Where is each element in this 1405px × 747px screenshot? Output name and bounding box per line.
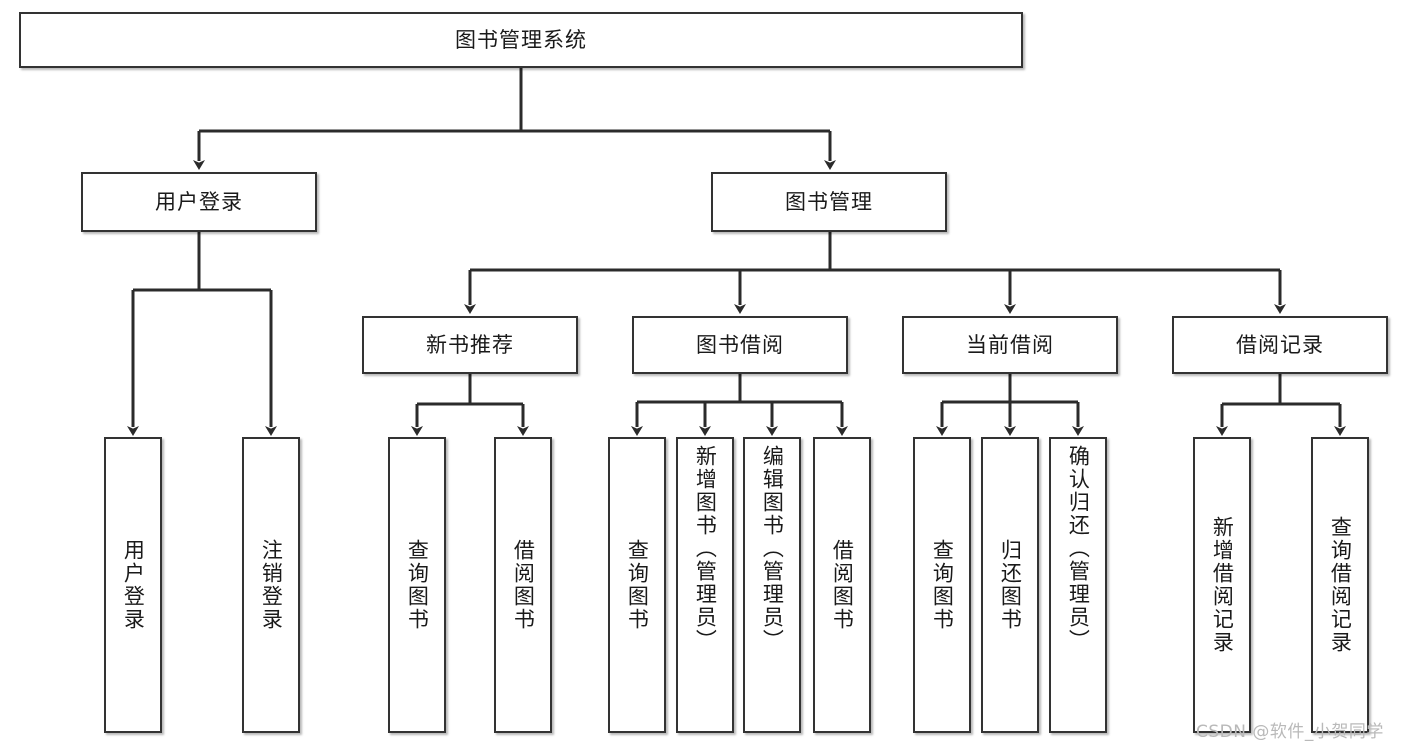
node-label: 查询图书 — [930, 539, 955, 631]
node-label: 新增借阅记录 — [1210, 516, 1235, 654]
node-leaf-query-record[interactable]: 查询借阅记录 — [1311, 437, 1369, 733]
node-borrow-record[interactable]: 借阅记录 — [1172, 316, 1388, 374]
node-label: 图书管理 — [785, 189, 873, 214]
node-leaf-edit-book[interactable]: 编辑图书（管理员） — [743, 437, 801, 733]
node-current-borrow[interactable]: 当前借阅 — [902, 316, 1118, 374]
node-label: 编辑图书（管理员） — [760, 445, 785, 652]
node-leaf-add-book[interactable]: 新增图书（管理员） — [676, 437, 734, 733]
node-label: 注销登录 — [259, 539, 284, 631]
node-leaf-query-book-2[interactable]: 查询图书 — [608, 437, 666, 733]
node-leaf-confirm-return[interactable]: 确认归还（管理员） — [1049, 437, 1107, 733]
node-label: 查询图书 — [625, 539, 650, 631]
node-label: 查询图书 — [405, 539, 430, 631]
node-new-book-recommend[interactable]: 新书推荐 — [362, 316, 578, 374]
node-leaf-user-logout[interactable]: 注销登录 — [242, 437, 300, 733]
node-leaf-borrow-book-1[interactable]: 借阅图书 — [494, 437, 552, 733]
csdn-watermark: CSDN @软件_小贺同学 — [1196, 722, 1384, 742]
node-leaf-query-book-1[interactable]: 查询图书 — [388, 437, 446, 733]
node-label: 新增图书（管理员） — [693, 445, 718, 652]
node-leaf-query-book-3[interactable]: 查询图书 — [913, 437, 971, 733]
node-leaf-return-book[interactable]: 归还图书 — [981, 437, 1039, 733]
node-leaf-user-login[interactable]: 用户登录 — [104, 437, 162, 733]
node-label: 查询借阅记录 — [1328, 516, 1353, 654]
node-leaf-add-record[interactable]: 新增借阅记录 — [1193, 437, 1251, 733]
node-leaf-borrow-book-2[interactable]: 借阅图书 — [813, 437, 871, 733]
node-label: 归还图书 — [998, 539, 1023, 631]
node-label: 确认归还（管理员） — [1066, 445, 1091, 652]
node-book-manage[interactable]: 图书管理 — [711, 172, 947, 232]
node-label: 借阅图书 — [511, 539, 536, 631]
node-user-login[interactable]: 用户登录 — [81, 172, 317, 232]
node-label: 用户登录 — [155, 189, 243, 214]
node-label: 图书借阅 — [696, 332, 784, 357]
node-label: 借阅图书 — [830, 539, 855, 631]
node-label: 新书推荐 — [426, 332, 514, 357]
node-label: 当前借阅 — [966, 332, 1054, 357]
node-label: 借阅记录 — [1236, 332, 1324, 357]
node-root-system[interactable]: 图书管理系统 — [19, 12, 1023, 68]
node-label: 图书管理系统 — [455, 27, 587, 52]
node-book-borrow[interactable]: 图书借阅 — [632, 316, 848, 374]
node-label: 用户登录 — [121, 539, 146, 631]
